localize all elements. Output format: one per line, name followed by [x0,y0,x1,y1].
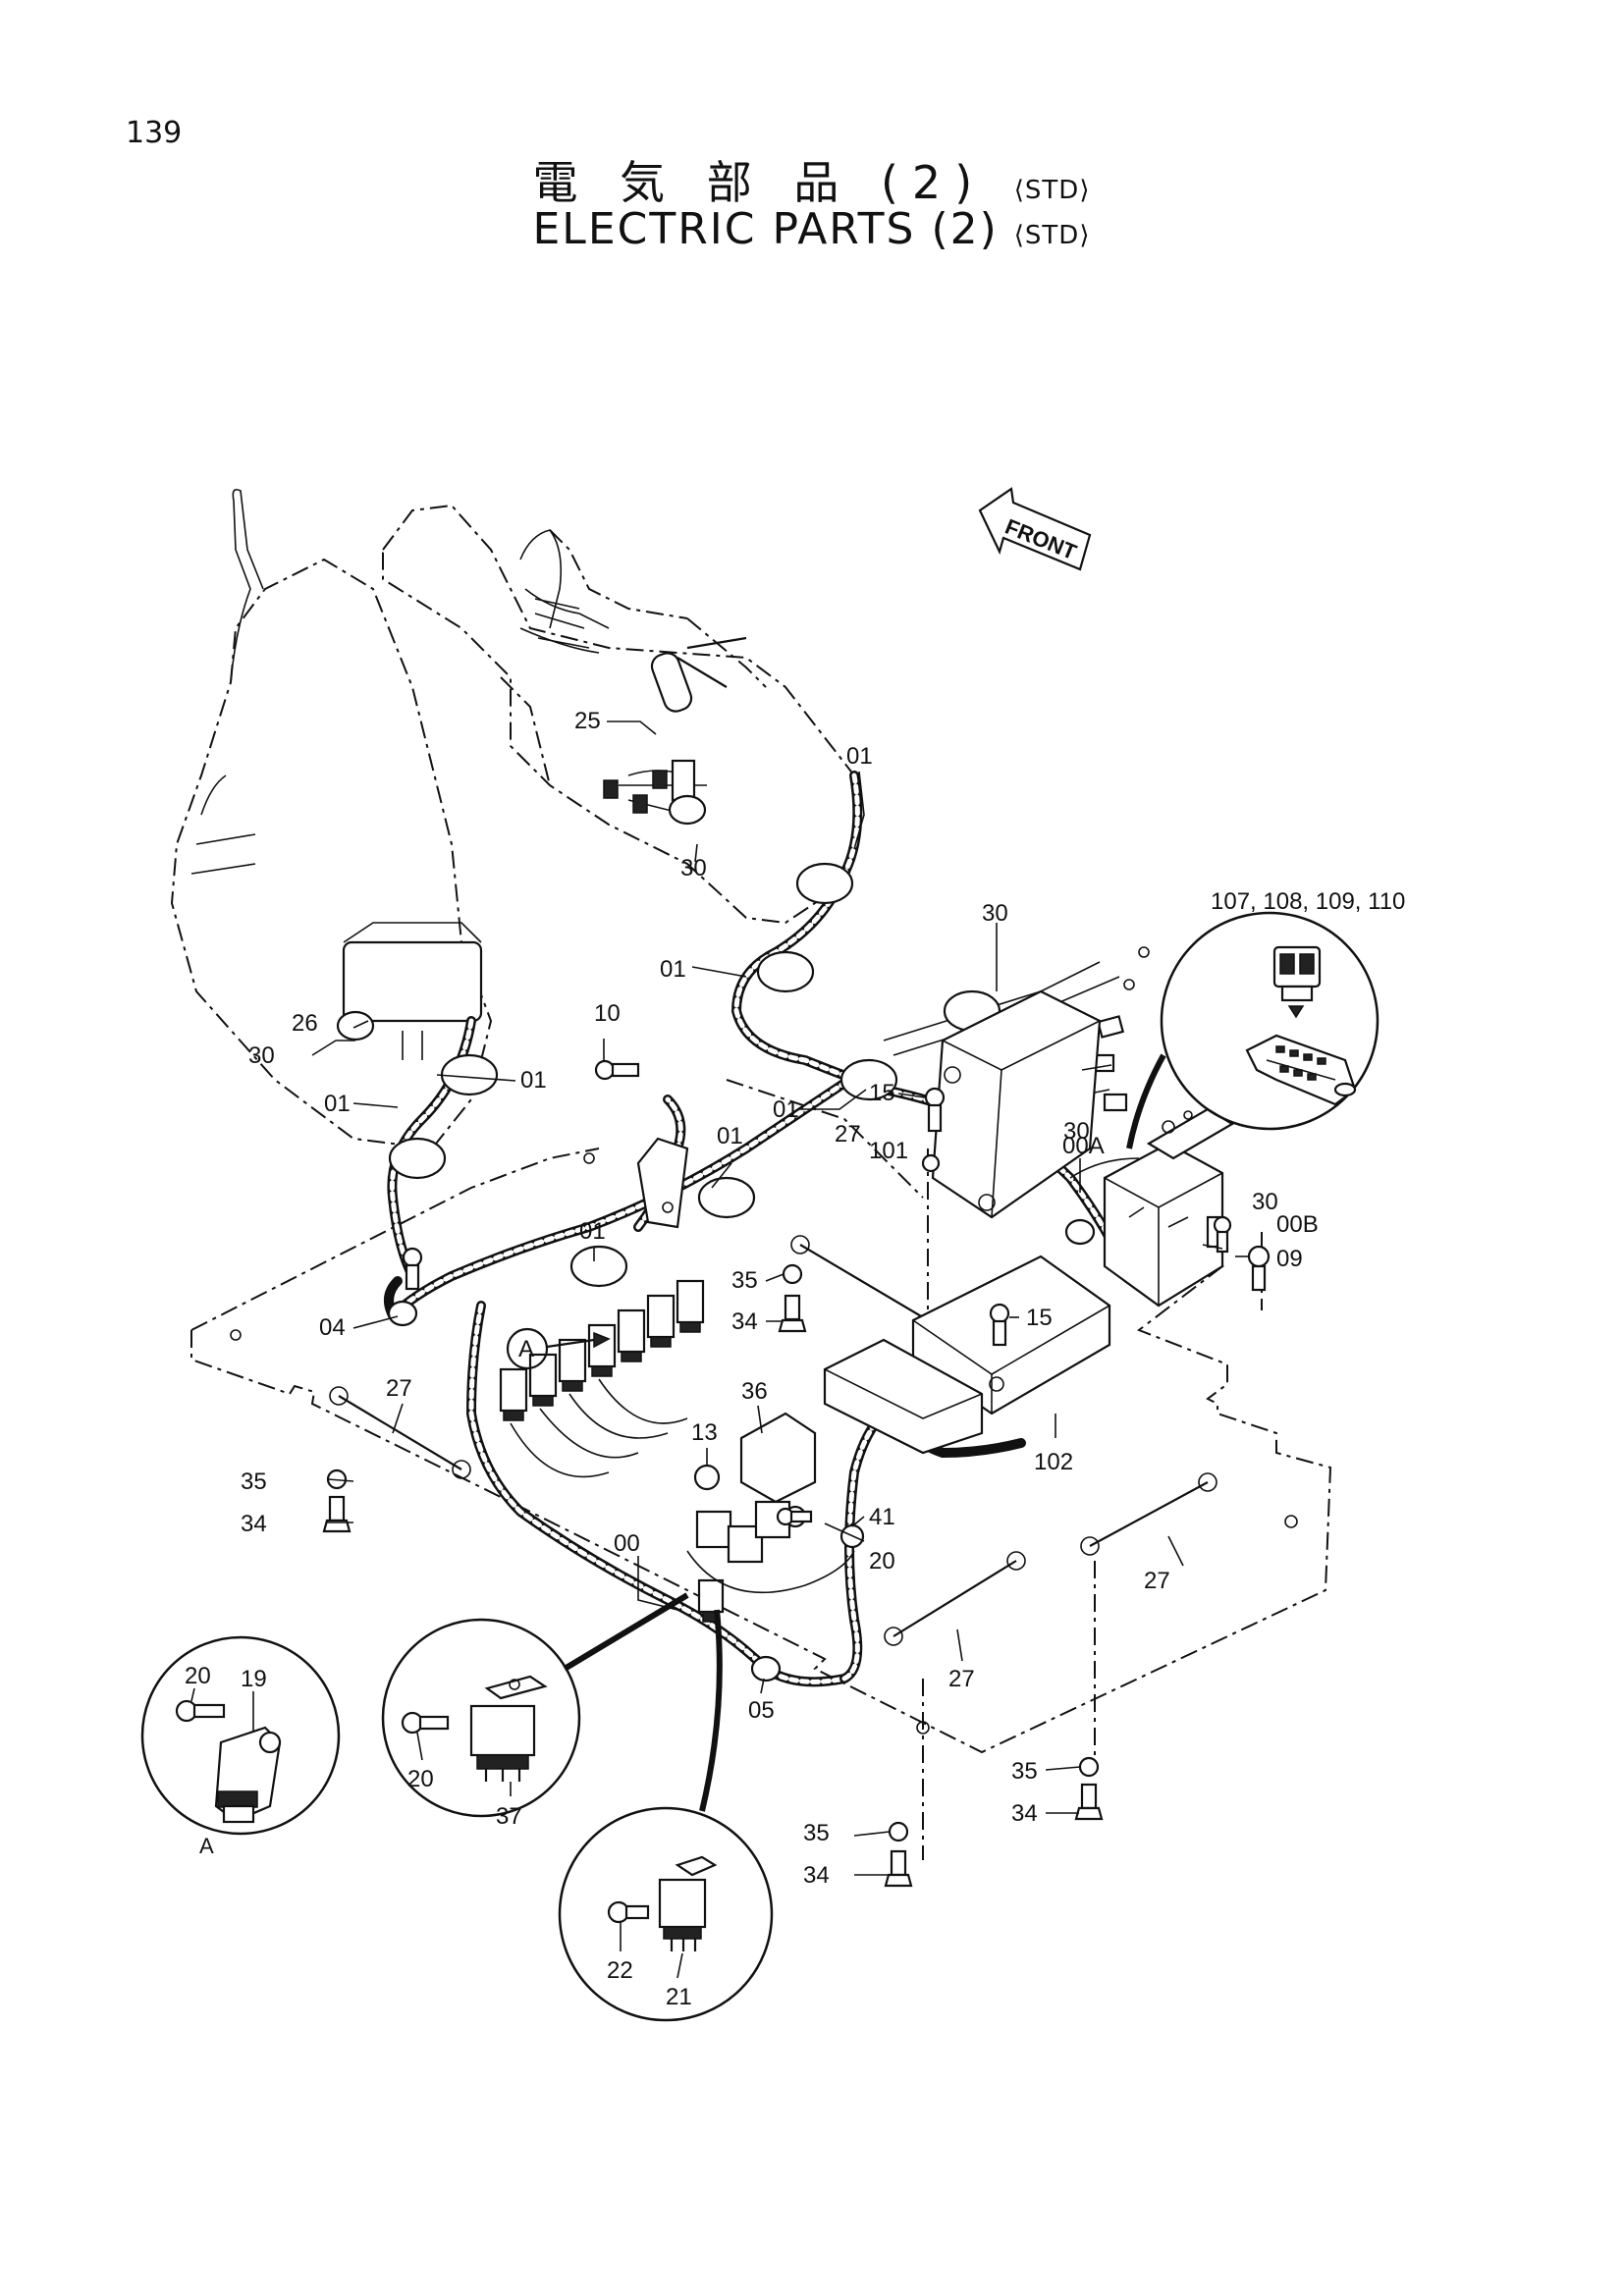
bolt-34-center [778,1294,807,1333]
part-label: 27 [835,1121,861,1148]
part-label: 34 [241,1511,267,1537]
part-label: 01 [324,1091,351,1117]
leader-lines [190,721,1249,1979]
part-label: 36 [741,1378,768,1405]
part-label: 20 [869,1548,895,1575]
part-label: 26 [292,1010,318,1037]
part-label: 34 [731,1308,758,1335]
title-jp-text: 電 気 部 品 (2) [532,156,987,209]
title-en-suffix: ⟨STD⟩ [1013,221,1091,250]
relay-21-detail [558,1609,774,2022]
detail-a-marker: A [199,1834,214,1858]
part-label: 37 [496,1803,522,1830]
bolt-30-fusebox [1213,1215,1232,1254]
bolt-20-cluster [776,1507,813,1526]
part-label: 30 [248,1042,275,1069]
part-label: 15 [1026,1305,1053,1331]
part-label: 22 [607,1957,633,1984]
controller-101 [931,989,1102,1219]
bolt-09 [1247,1245,1271,1292]
relay [558,1338,587,1392]
part-label: 30 [680,855,707,881]
part-label: 15 [869,1080,895,1106]
detail-a-balloon: A [506,1327,611,1370]
part-label: 34 [1011,1800,1038,1827]
bolt-22-detail-21 [607,1900,650,1924]
part-label: 30 [1252,1189,1278,1215]
right-console [382,504,855,925]
part-label: 20 [185,1663,211,1689]
part-number-labels: 25 01 30 01 30 26 30 01 10 01 01 01 00A … [185,708,1319,2010]
part-label: 34 [803,1862,830,1889]
left-console [170,488,493,1150]
relay [617,1308,646,1362]
part-label: 01 [717,1123,743,1149]
bolt-10 [594,1059,640,1081]
bolt-34-left [322,1495,352,1533]
part-label: 19 [241,1666,267,1692]
title-jp-suffix: ⟨STD⟩ [1013,176,1091,205]
part-label: 101 [869,1138,908,1164]
relay [499,1367,528,1421]
relay-37-detail [381,1592,689,1818]
fuse-detail-label: 107, 108, 109, 110 [1211,888,1405,915]
detail-a-balloon-label: A [518,1336,534,1362]
part-label: 01 [846,743,873,770]
part-label: 21 [666,1984,692,2010]
part-label: 41 [869,1504,895,1530]
part-label: 01 [520,1067,547,1094]
part-label: 30 [982,900,1008,927]
part-label: 35 [731,1267,758,1294]
fuse-box-area [1103,1107,1235,1308]
front-arrow: FRONT [978,487,1092,571]
part-label: 13 [691,1419,718,1446]
relay-bank [499,1279,705,1478]
part-label: 01 [773,1096,799,1123]
part-label: 27 [1144,1568,1170,1594]
title-en-text: ELECTRIC PARTS (2) [532,204,999,254]
page-title-english: ELECTRIC PARTS (2) ⟨STD⟩ [0,204,1623,254]
part-label: 35 [803,1820,830,1846]
part-label: 30 [1063,1118,1090,1145]
bolt-34-bottom-right [1074,1783,1104,1821]
relay [528,1353,558,1407]
part-label: 102 [1034,1449,1073,1475]
bolt-20-detail-37 [401,1711,450,1735]
bolt-34-bottom-center [884,1849,913,1888]
tie-rods [338,1244,1209,1637]
part-label: 27 [948,1666,975,1692]
part-label: 10 [594,1000,621,1027]
bolt-15-upper [924,1087,946,1133]
bolt-15-lower [989,1303,1010,1347]
part-label: 05 [748,1697,775,1724]
bolt-20-detail-a [175,1699,226,1723]
part-label: 27 [386,1375,412,1402]
fasteners [322,1059,1271,1888]
bracket [636,1137,689,1229]
part-label: 00 [614,1530,640,1557]
bolt-04 [402,1247,423,1291]
part-label: 04 [319,1314,346,1341]
wire-harness [384,771,1150,1687]
part-label: 25 [574,708,601,734]
detail-a-callout: A [140,1635,341,1858]
page-number: 139 [126,116,183,150]
part-label: 09 [1276,1246,1303,1272]
part-label: 20 [407,1766,434,1792]
part-label: 01 [660,956,686,983]
page-title-japanese: 電 気 部 品 (2) ⟨STD⟩ [0,147,1623,212]
part-label: 00B [1276,1211,1319,1238]
relay [587,1323,617,1377]
part-label: 01 [579,1218,606,1245]
part-label: 00A [1062,1133,1105,1159]
part-label: 35 [1011,1758,1038,1785]
relay [676,1279,705,1333]
controller-box [823,1338,984,1455]
relay [646,1294,676,1348]
fuse-detail-callout: 107, 108, 109, 110 [1126,888,1405,1149]
part-label: 35 [241,1468,267,1495]
